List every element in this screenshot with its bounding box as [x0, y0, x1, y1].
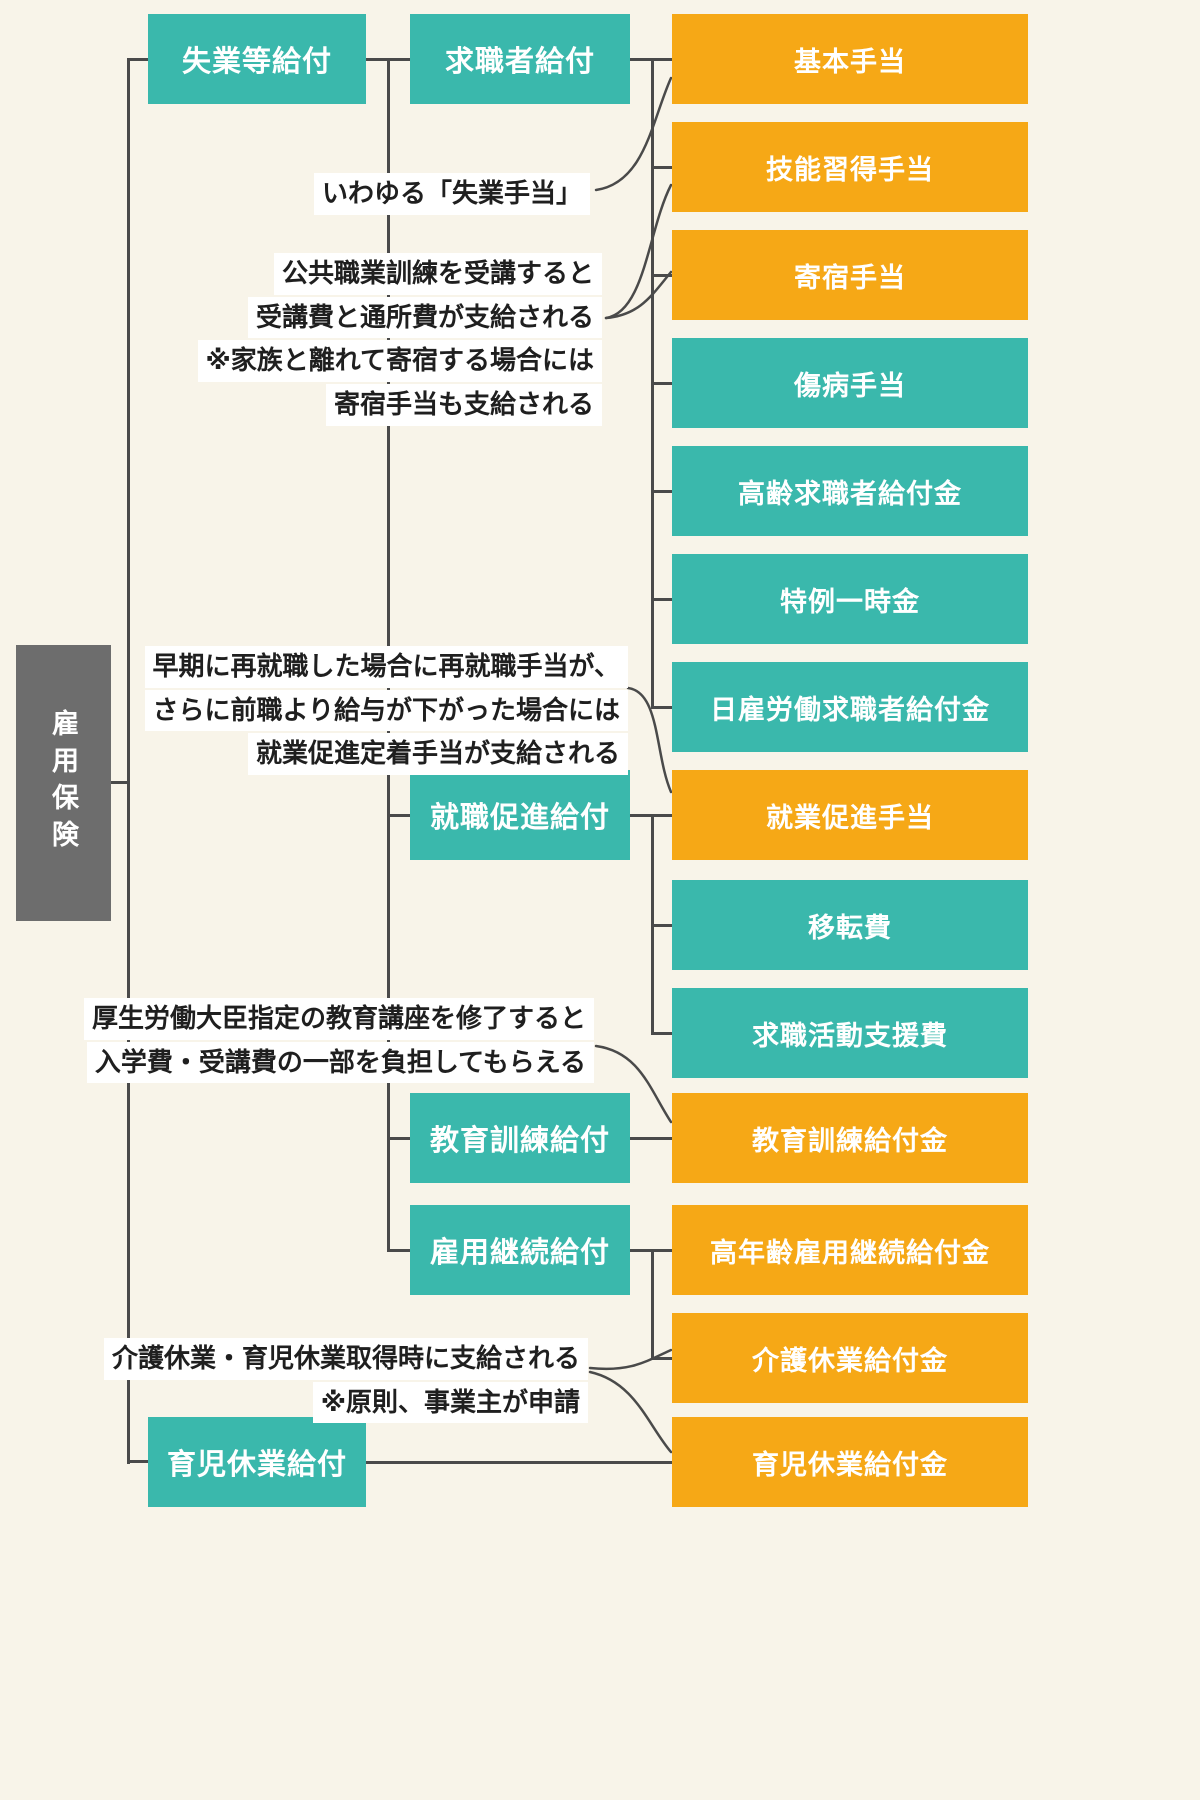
node-employment-continuation-benefits: 雇用継続給付 — [410, 1205, 630, 1295]
node-jobseeker-benefits: 求職者給付 — [410, 14, 630, 104]
pointer-to-childcare-benefit — [588, 1370, 673, 1454]
node-childcare-leave-benefits: 育児休業給付 — [148, 1417, 366, 1507]
annotation-education-course: 厚生労働大臣指定の教育講座を修了すると入学費・受講費の一部を負担してもらえる — [83, 997, 594, 1084]
pointer-to-lodging-allowance — [604, 270, 673, 320]
leaf-employment-promotion-allowance: 就業促進手当 — [672, 770, 1028, 860]
connector-to-promotion-category — [387, 814, 410, 817]
leaf-lodging-allowance: 寄宿手当 — [672, 230, 1028, 320]
leaf-job-search-activity-support: 求職活動支援費 — [672, 988, 1028, 1078]
leaf-skill-acquisition-allowance: 技能習得手当 — [672, 122, 1028, 212]
annotation-unemployment-allowance: いわゆる「失業手当」 — [313, 172, 590, 216]
leaf-moving-expenses: 移転費 — [672, 880, 1028, 970]
node-unemployment-etc-benefits: 失業等給付 — [148, 14, 366, 104]
connector-to-childcare-branch — [127, 1460, 148, 1463]
connector-to-caregiver-benefit — [651, 1357, 672, 1360]
leaf-elderly-employment-continuation-benefit: 高年齢雇用継続給付金 — [672, 1205, 1028, 1295]
connector-trunk-continuation — [651, 1249, 654, 1360]
connector-to-day-laborer — [651, 706, 672, 709]
connector-to-moving-expenses — [651, 924, 672, 927]
leaf-education-training-benefit: 教育訓練給付金 — [672, 1093, 1028, 1183]
connector-to-education-category — [387, 1137, 410, 1140]
leaf-caregiver-leave-benefit: 介護休業給付金 — [672, 1313, 1028, 1403]
leaf-elderly-jobseeker-benefit: 高齢求職者給付金 — [672, 446, 1028, 536]
leaf-special-lump-sum: 特例一時金 — [672, 554, 1028, 644]
annotation-public-vocational-training: 公共職業訓練を受講すると受講費と通所費が支給される※家族と離れて寄宿する場合には… — [197, 252, 602, 427]
connector-to-special-lump-sum — [651, 598, 672, 601]
connector-root-to-trunk — [111, 781, 130, 784]
connector-to-lodging-allowance — [651, 274, 672, 277]
leaf-basic-allowance: 基本手当 — [672, 14, 1028, 104]
pointer-to-skill-allowance — [604, 183, 673, 320]
node-employment-promotion-benefits: 就職促進給付 — [410, 770, 630, 860]
connector-to-unemployment-benefits — [127, 58, 148, 61]
leaf-day-laborer-jobseeker-benefit: 日雇労働求職者給付金 — [672, 662, 1028, 752]
connector-childcare-to-benefit — [366, 1461, 672, 1464]
pointer-to-promotion-allowance — [626, 686, 673, 794]
annotation-reemployment-allowance: 早期に再就職した場合に再就職手当が、さらに前職より給与が下がった場合には就業促進… — [144, 645, 628, 776]
node-education-training-benefits: 教育訓練給付 — [410, 1093, 630, 1183]
leaf-childcare-leave-benefit: 育児休業給付金 — [672, 1417, 1028, 1507]
connector-trunk-left — [127, 58, 130, 1464]
connector-education-to-benefit — [630, 1137, 672, 1140]
annotation-leave-benefits: 介護休業・育児休業取得時に支給される※原則、事業主が申請 — [103, 1337, 588, 1424]
connector-to-elderly-jobseeker — [651, 490, 672, 493]
connector-to-job-search-support — [651, 1032, 672, 1035]
connector-to-skill-allowance — [651, 166, 672, 169]
leaf-injury-sickness-allowance: 傷病手当 — [672, 338, 1028, 428]
node-employment-insurance: 雇用保険 — [16, 645, 111, 921]
connector-to-continuation-category — [387, 1249, 410, 1252]
connector-to-injury-allowance — [651, 382, 672, 385]
